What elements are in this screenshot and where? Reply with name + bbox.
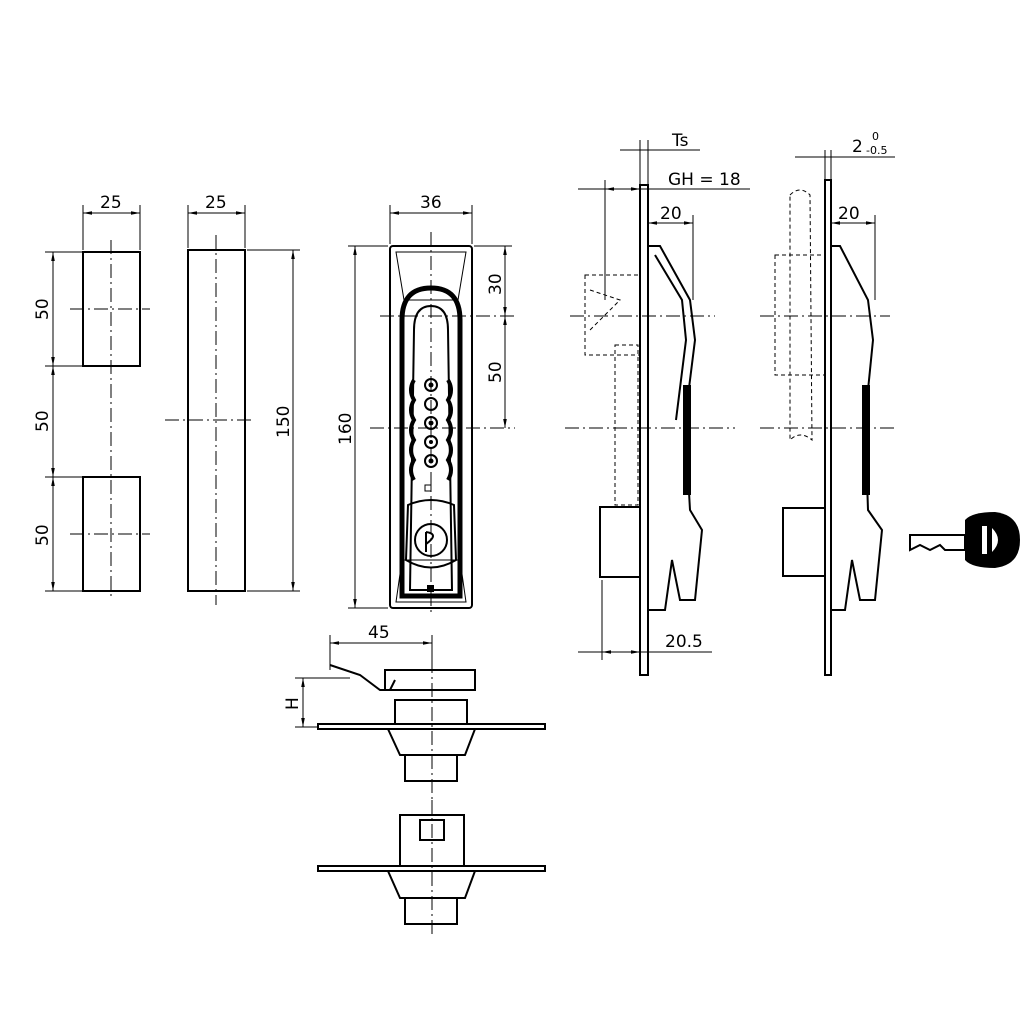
code-wheels bbox=[409, 378, 453, 482]
top-view-no-cam bbox=[317, 800, 546, 935]
dim-cutout-height-bottom: 50 bbox=[33, 524, 53, 546]
dim-cutout-width: 25 bbox=[100, 193, 122, 213]
dim-cam-length: 45 bbox=[368, 623, 390, 643]
dim-slot-height: 150 bbox=[274, 406, 294, 438]
dim-slot-width: 25 bbox=[205, 193, 227, 213]
unlock-symbol-icon bbox=[424, 484, 432, 492]
slot-view: 25 150 bbox=[165, 193, 300, 605]
dim-sheet-tol-upper: 0 bbox=[872, 130, 879, 143]
front-view: 36 160 30 50 bbox=[336, 193, 515, 615]
dim-cam-height: H bbox=[283, 697, 303, 710]
dim-depth-right: 20 bbox=[838, 204, 860, 224]
dim-overall-height: 160 bbox=[336, 413, 356, 445]
top-view-cam: 45 H bbox=[283, 623, 546, 800]
dim-sheet-thickness: Ts bbox=[671, 131, 689, 151]
dim-sheet-tolerance: 2 bbox=[852, 137, 863, 157]
panel-sheet-2 bbox=[824, 179, 832, 676]
dim-grip-height: GH = 18 bbox=[668, 170, 741, 190]
lock-symbol-icon bbox=[427, 585, 434, 592]
dim-cutout-height-top: 50 bbox=[33, 298, 53, 320]
dim-rear-depth: 20.5 bbox=[665, 632, 703, 652]
dim-sheet-tol-lower: -0.5 bbox=[866, 144, 887, 157]
cutout-view: 25 50 50 50 bbox=[33, 193, 150, 600]
key-icon bbox=[909, 512, 1020, 568]
dim-top-to-axis: 30 bbox=[486, 273, 506, 295]
side-view-mounted: Ts GH = 18 20 20.5 bbox=[565, 131, 750, 676]
dim-axis-to-center: 50 bbox=[486, 361, 506, 383]
dim-depth-left: 20 bbox=[660, 204, 682, 224]
dim-cutout-spacing: 50 bbox=[33, 410, 53, 432]
dim-front-width: 36 bbox=[420, 193, 442, 213]
side-view-sheet: 2 0 -0.5 20 bbox=[760, 130, 898, 676]
panel-sheet bbox=[639, 184, 649, 676]
